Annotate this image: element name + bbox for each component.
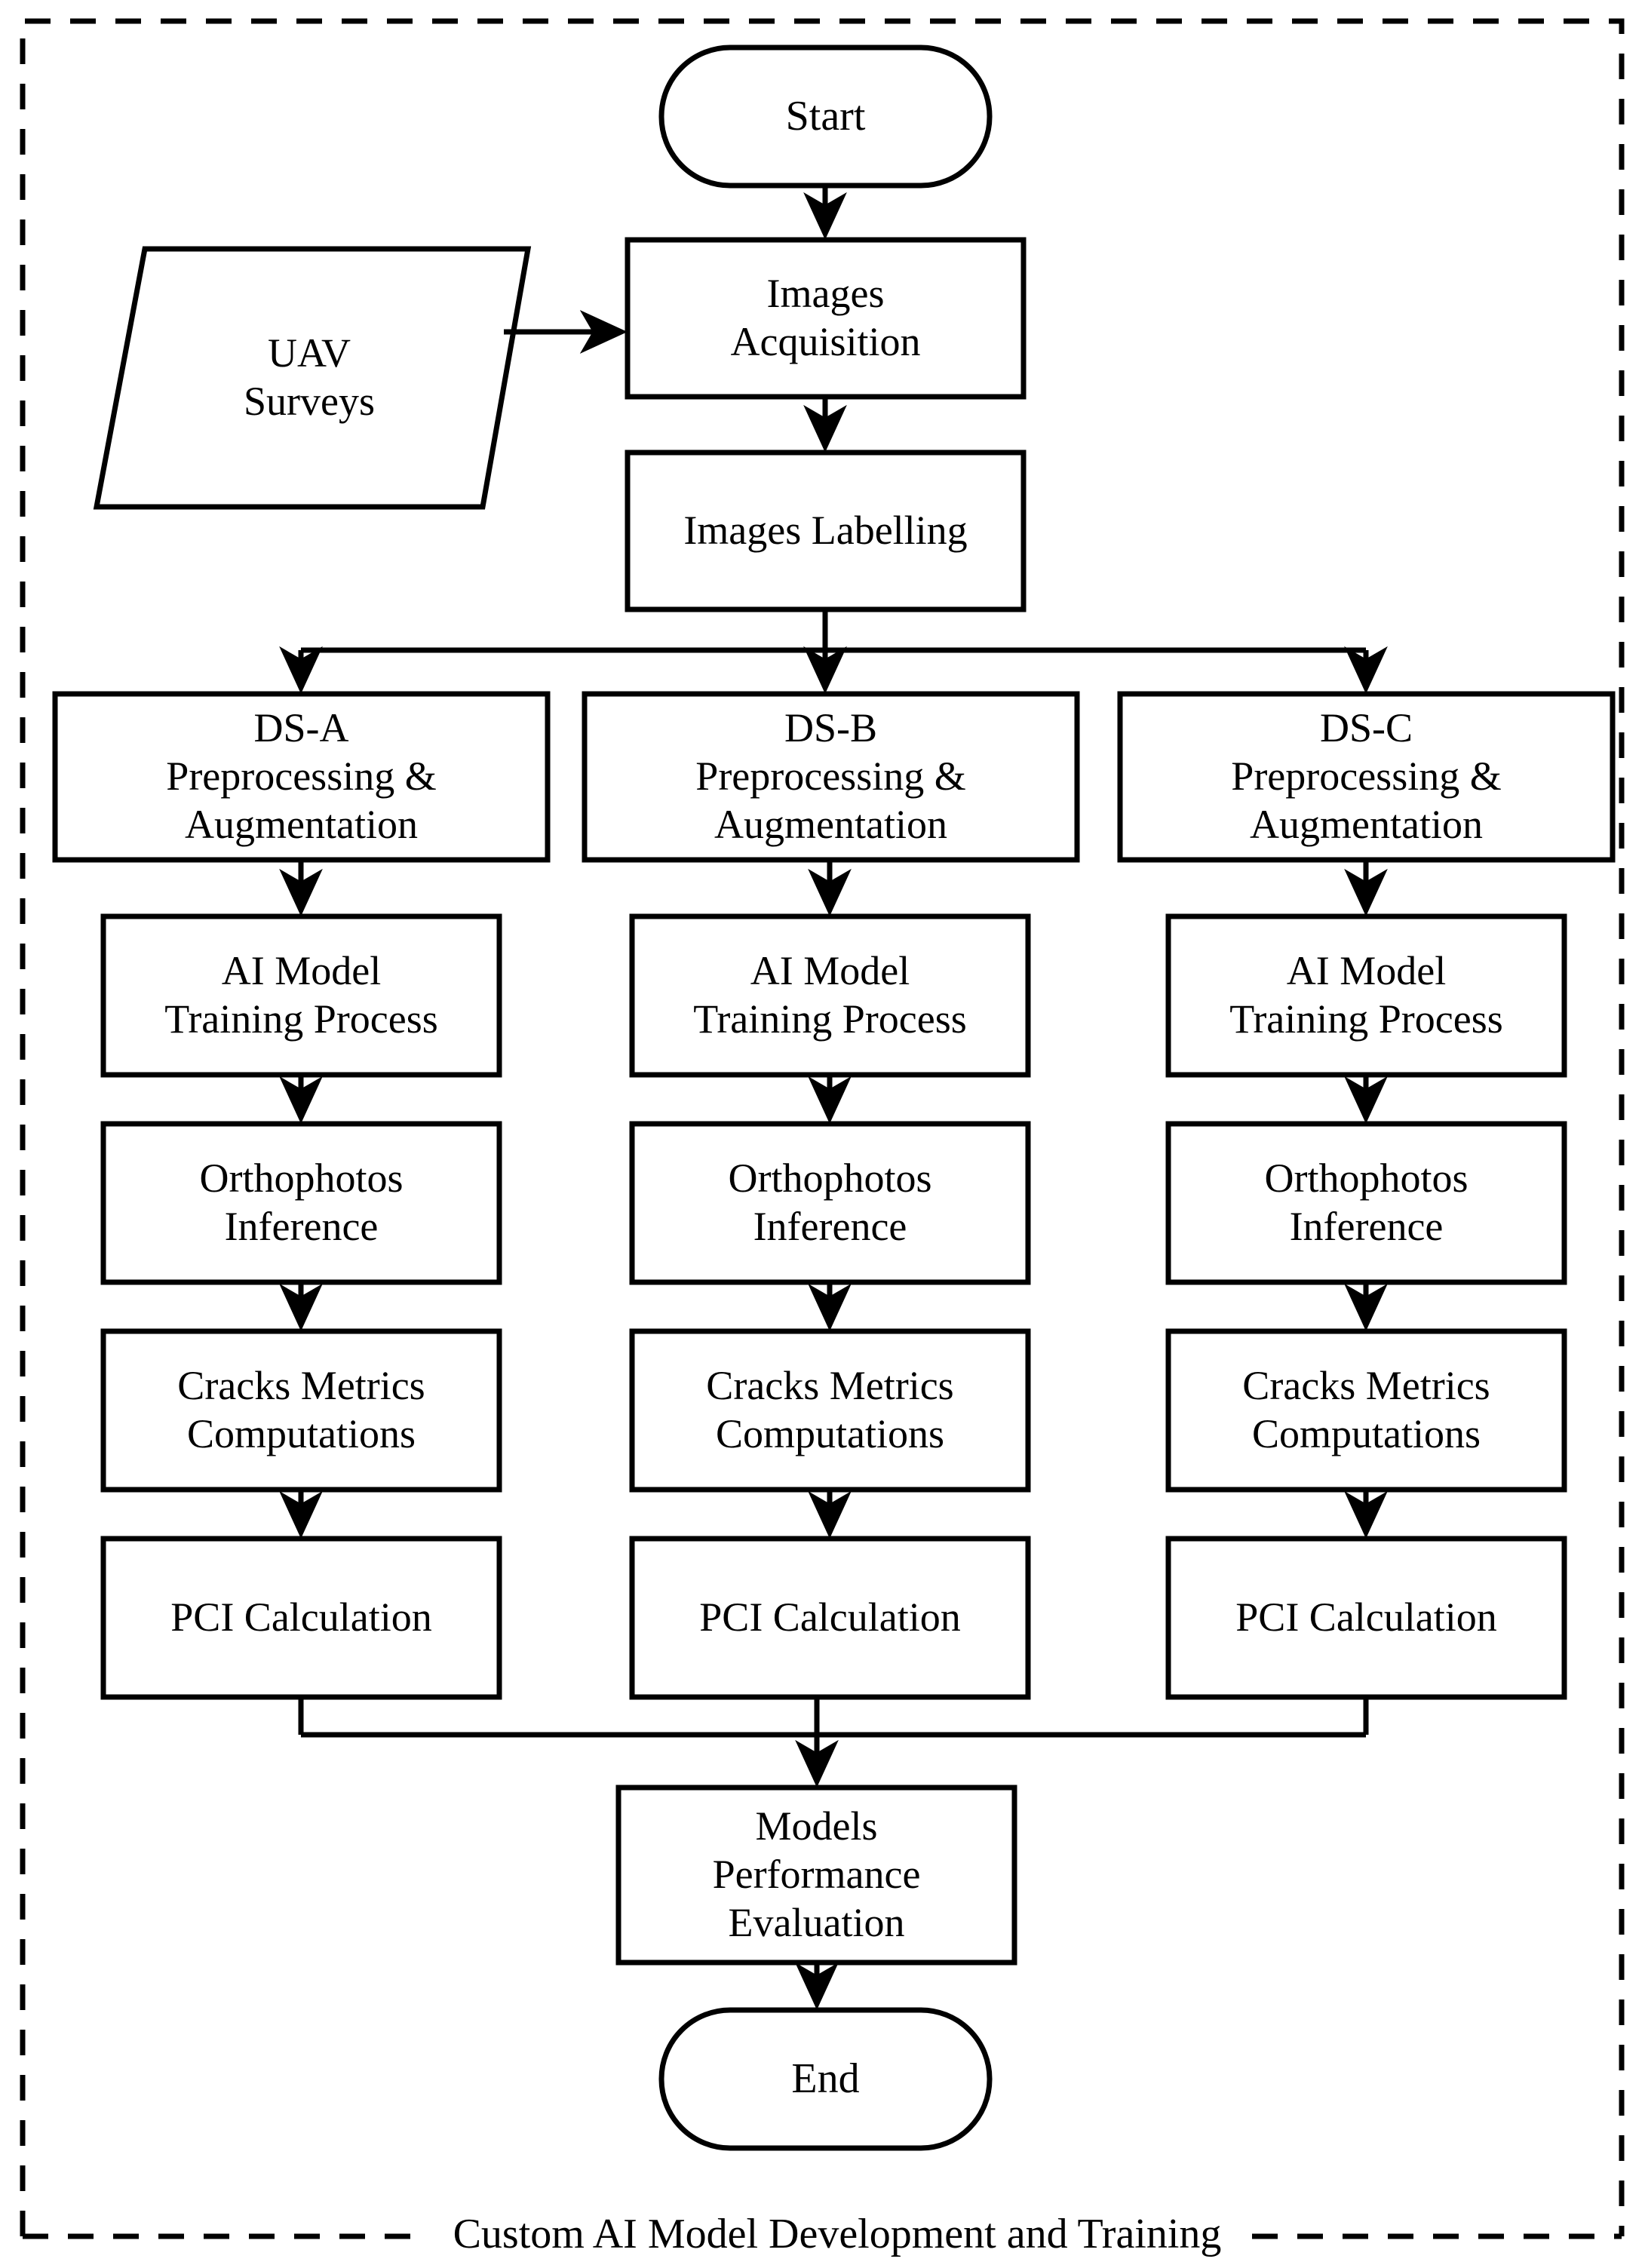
node-start-shape <box>658 45 993 189</box>
node-ds-c-shape <box>1117 691 1616 863</box>
node-a-orthophotos-inference-shape <box>100 1121 502 1285</box>
node-ds-b-shape <box>582 691 1080 863</box>
boundary-dashed-rect <box>20 18 1625 2239</box>
node-c-pci-calculation-shape <box>1165 1536 1567 1700</box>
node-b-pci-calculation-shape <box>629 1536 1031 1700</box>
node-images-acquisition-shape <box>625 237 1027 400</box>
node-uav-surveys-shape <box>93 246 532 510</box>
node-b-cracks-metrics-shape <box>629 1328 1031 1493</box>
node-a-ai-model-training-shape <box>100 913 502 1078</box>
node-ds-a-shape <box>52 691 551 863</box>
boundary-caption: Custom AI Model Development and Training <box>453 2211 1222 2257</box>
node-images-labelling-shape <box>625 450 1027 612</box>
node-end-shape <box>658 2007 993 2151</box>
node-b-ai-model-training-shape <box>629 913 1031 1078</box>
node-c-cracks-metrics-shape <box>1165 1328 1567 1493</box>
node-c-ai-model-training-shape <box>1165 913 1567 1078</box>
node-models-performance-evaluation-shape <box>615 1785 1017 1966</box>
node-c-orthophotos-inference-shape <box>1165 1121 1567 1285</box>
node-b-orthophotos-inference-shape <box>629 1121 1031 1285</box>
node-a-cracks-metrics-shape <box>100 1328 502 1493</box>
node-a-pci-calculation-shape <box>100 1536 502 1700</box>
